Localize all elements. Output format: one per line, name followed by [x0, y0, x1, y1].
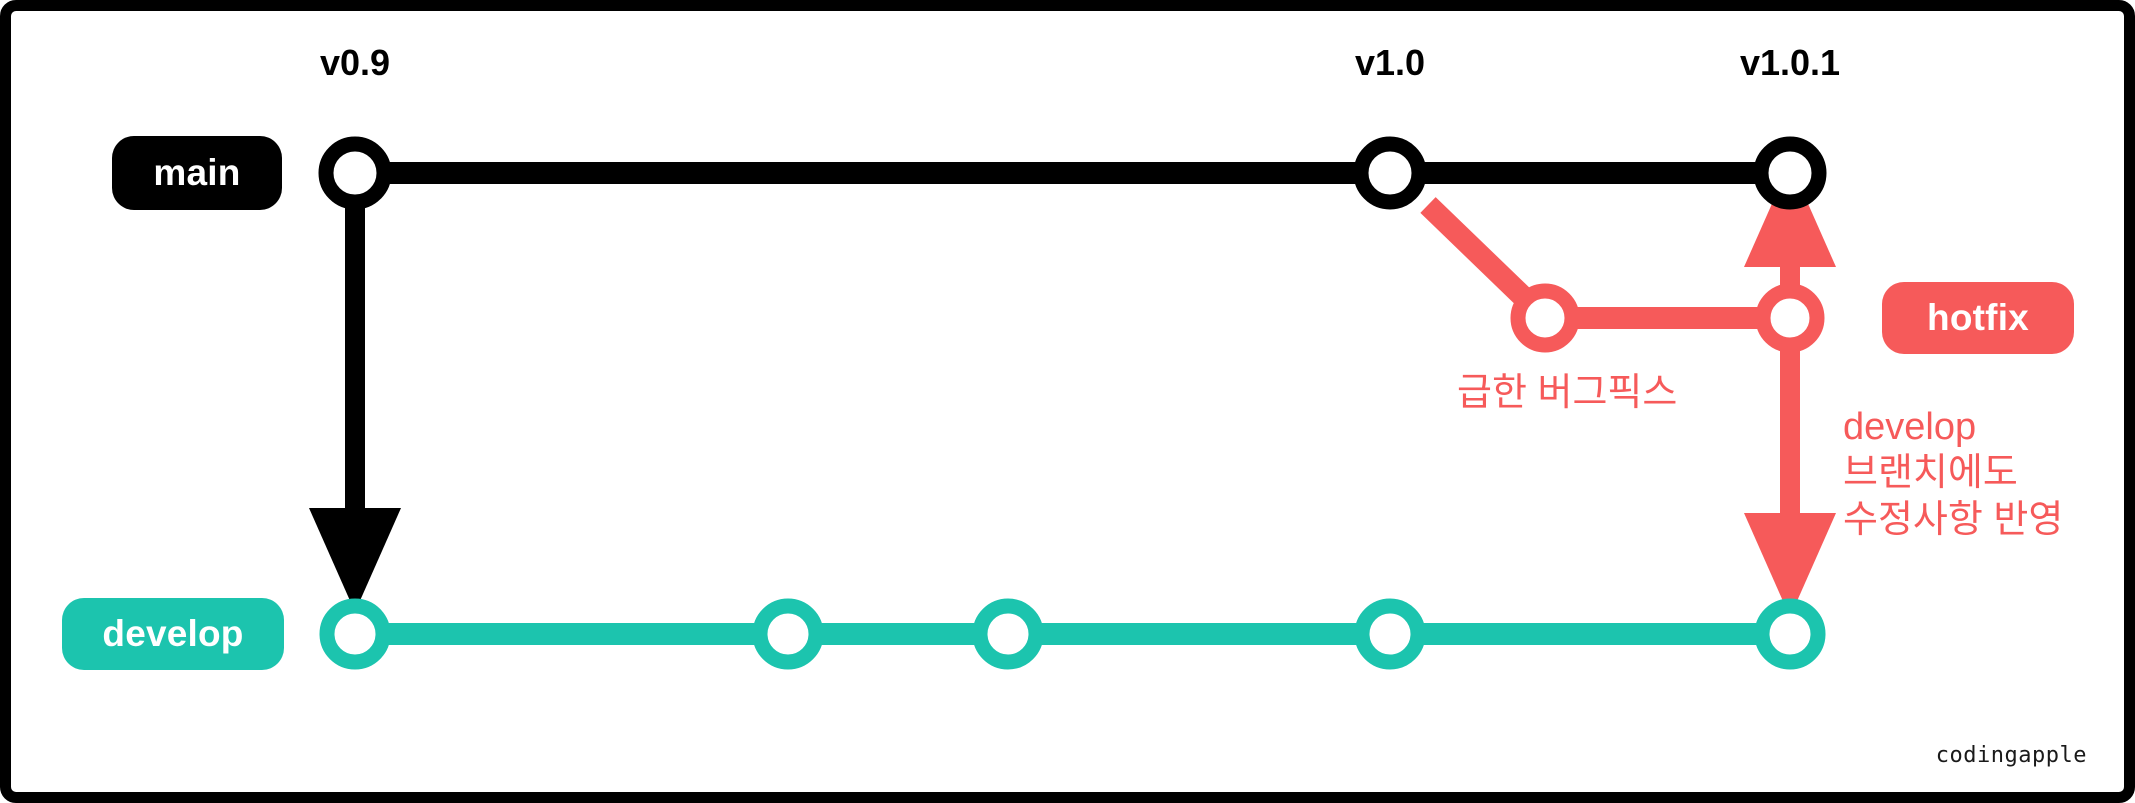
annotation-merge-line-2: 브랜치에도: [1843, 452, 2018, 495]
commit-node-develop-1[interactable]: [319, 598, 391, 670]
commit-node-hotfix-1[interactable]: [1510, 283, 1580, 353]
branch-label-develop[interactable]: develop: [62, 598, 284, 670]
annotation-merge-to-develop: develop 브랜치에도 수정사항 반영: [1843, 404, 2063, 543]
commit-node-develop-4[interactable]: [1354, 598, 1426, 670]
develop-commit-nodes: [319, 598, 1826, 670]
commit-node-develop-5[interactable]: [1754, 598, 1826, 670]
branch-label-hotfix[interactable]: hotfix: [1882, 282, 2074, 354]
annotation-merge-line-1: develop: [1843, 406, 1977, 448]
annotation-merge-line-3: 수정사항 반영: [1843, 498, 2064, 541]
version-tag-v0-9: v0.9: [319, 42, 391, 83]
version-tag-v1-0: v1.0: [1354, 42, 1426, 83]
annotation-urgent-bugfix: 급한 버그픽스: [1457, 372, 1678, 414]
commit-node-main-v0-9[interactable]: [318, 136, 392, 210]
branch-label-main[interactable]: main: [112, 136, 282, 210]
commit-node-main-v1-0[interactable]: [1353, 136, 1427, 210]
commit-node-develop-3[interactable]: [972, 598, 1044, 670]
watermark: codingapple: [1935, 743, 2087, 768]
commit-node-main-v1-0-1[interactable]: [1753, 136, 1827, 210]
version-tag-v1-0-1: v1.0.1: [1739, 42, 1841, 83]
main-commit-nodes: [318, 136, 1827, 210]
commit-node-hotfix-2[interactable]: [1755, 283, 1825, 353]
hotfix-commit-nodes: [1510, 283, 1825, 353]
commit-node-develop-2[interactable]: [752, 598, 824, 670]
